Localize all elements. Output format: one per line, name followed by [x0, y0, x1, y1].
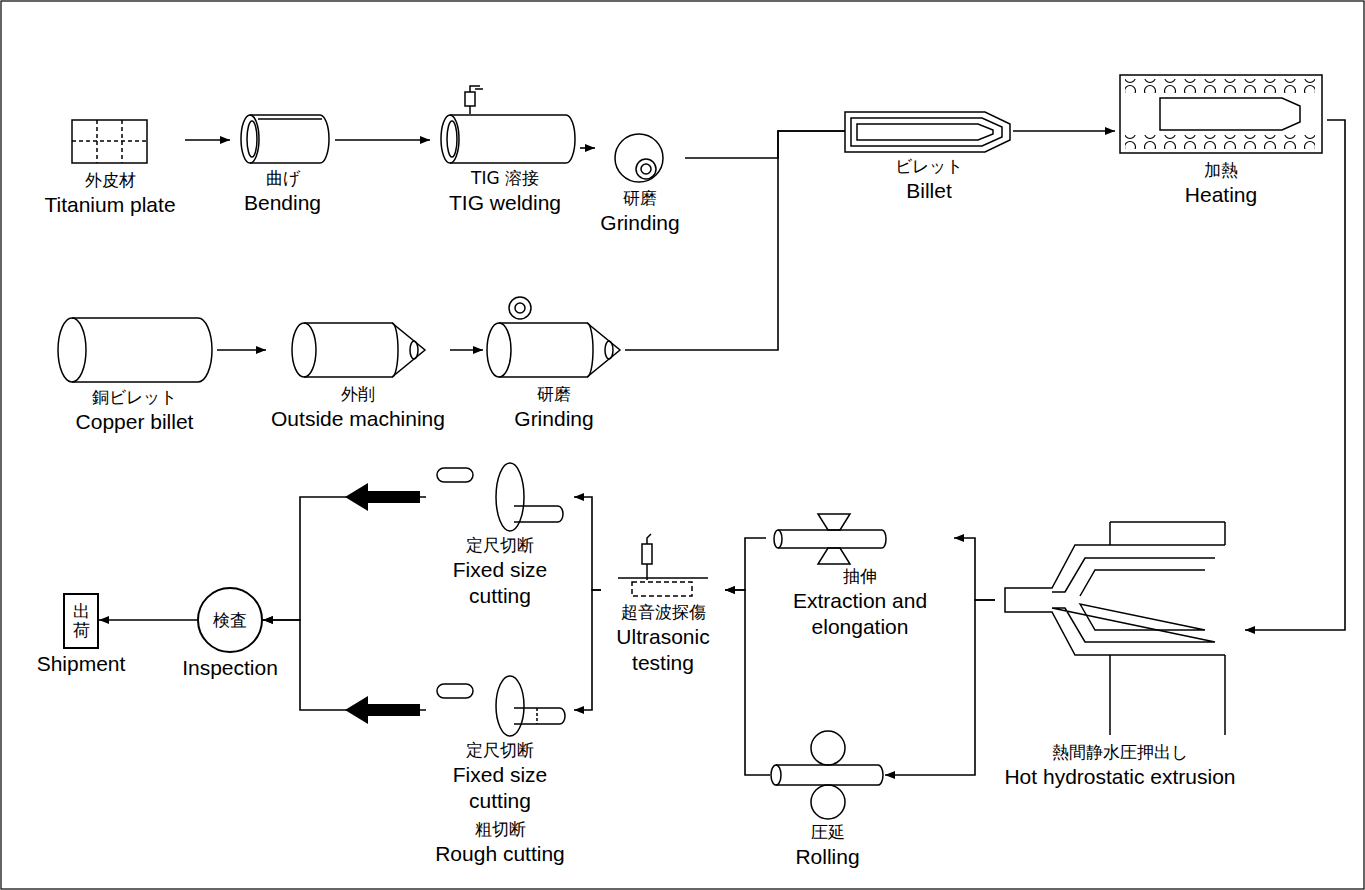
process-step: 研磨Grinding — [595, 130, 685, 236]
process-step: 定尺切断Fixed size cutting 粗切断Rough cutting — [426, 672, 574, 866]
process-step: 熱間静水圧押出しHot hydrostatic extrusion — [995, 520, 1245, 790]
step-label: 研磨 — [537, 384, 571, 404]
flow-arrow — [725, 538, 766, 590]
plate-icon — [72, 120, 147, 163]
step-label: Rolling — [795, 844, 859, 869]
step-label: TIG 溶接 — [471, 168, 539, 188]
step-label: ビレット — [895, 156, 963, 176]
process-step: 抽伸Extraction and elongation — [766, 512, 954, 639]
cutting-saw-icon — [437, 463, 563, 531]
grinding-billet-icon — [487, 297, 620, 377]
step-label: 定尺切断 — [466, 740, 534, 760]
step-label: Outside machining — [271, 406, 445, 431]
billet-icon — [845, 112, 1010, 152]
step-label: 超音波探傷 — [621, 602, 706, 622]
copper-billet-icon — [58, 318, 212, 382]
step-label: 銅ビレット — [92, 387, 177, 407]
step-label: Extraction and elongation — [766, 588, 954, 638]
step-label: Heating — [1185, 182, 1257, 207]
step-label: Titanium plate — [44, 192, 175, 217]
machined-billet-icon — [292, 323, 425, 377]
step-label: 加熱 — [1204, 160, 1238, 180]
step-label: TIG welding — [449, 190, 561, 215]
flow-arrow — [580, 147, 595, 149]
extrusion-press-icon — [1005, 522, 1225, 735]
flow-arrow — [263, 620, 426, 710]
flow-arrow — [725, 590, 770, 775]
flow-arrow — [99, 619, 197, 621]
step-label: Hot hydrostatic extrusion — [1004, 764, 1235, 789]
step-label: 研磨 — [623, 188, 657, 208]
step-label: Billet — [906, 178, 952, 203]
flow-arrow — [335, 139, 430, 141]
process-step: 外皮材Titanium plate — [35, 112, 185, 218]
step-label: 定尺切断 — [466, 535, 534, 555]
process-step: 曲げBending — [230, 110, 335, 216]
process-step: 定尺切断Fixed size cutting — [426, 460, 574, 608]
step-label: Fixed size cutting — [426, 762, 574, 812]
flow-arrow — [685, 131, 845, 158]
shipment-box: 出荷Shipment — [63, 593, 99, 649]
step-label: Fixed size cutting — [426, 557, 574, 607]
flow-arrow — [574, 497, 601, 590]
flow-arrow — [263, 497, 426, 620]
step-label: Grinding — [514, 406, 593, 431]
process-step: 銅ビレットCopper billet — [52, 315, 217, 435]
inspection-circle: 検査Inspection — [197, 587, 263, 653]
step-label: 出荷 — [73, 602, 90, 639]
flow-arrow — [217, 349, 266, 351]
flow-arrow — [185, 139, 230, 141]
step-label: Shipment — [37, 651, 126, 676]
step-label: Grinding — [600, 210, 679, 235]
step-label: Ultrasonic testing — [601, 624, 725, 674]
step-label: Inspection — [182, 655, 278, 680]
process-step: 研磨Grinding — [483, 292, 625, 432]
process-step: 圧延Rolling — [770, 730, 885, 870]
process-step: 加熱Heating — [1115, 72, 1327, 208]
process-step: TIG 溶接TIG welding — [430, 85, 580, 216]
flow-arrow — [1013, 130, 1115, 132]
process-step: 外削Outside machining — [266, 318, 450, 432]
step-label: 抽伸 — [843, 566, 877, 586]
drawing-die-icon — [774, 514, 886, 564]
step-label: 熱間静水圧押出し — [1052, 742, 1188, 762]
step-label: Copper billet — [76, 409, 194, 434]
flow-arrow — [450, 349, 483, 351]
step-label: Bending — [244, 190, 321, 215]
furnace-icon — [1120, 75, 1322, 153]
step-label: 検査 — [213, 610, 247, 630]
process-step: 超音波探傷Ultrasonic testing — [601, 532, 725, 675]
process-step: ビレットBillet — [845, 108, 1013, 204]
step-label: Rough cutting — [435, 841, 565, 866]
step-label: 外皮材 — [85, 170, 136, 190]
flow-arrow — [625, 131, 845, 350]
rolling-mill-icon — [771, 731, 883, 819]
bending-icon — [241, 115, 329, 163]
step-label: 粗切断 — [475, 819, 526, 839]
cutting-saw-icon — [437, 676, 565, 736]
tig-icon — [441, 86, 575, 163]
step-label: 外削 — [341, 384, 375, 404]
flow-arrow — [574, 590, 601, 710]
flow-arrow — [1245, 120, 1345, 630]
ultrasonic-probe-icon — [618, 534, 708, 596]
flow-arrow — [954, 538, 995, 600]
grinding-icon — [615, 134, 663, 182]
step-label: 曲げ — [266, 168, 300, 188]
step-label: 圧延 — [811, 822, 845, 842]
